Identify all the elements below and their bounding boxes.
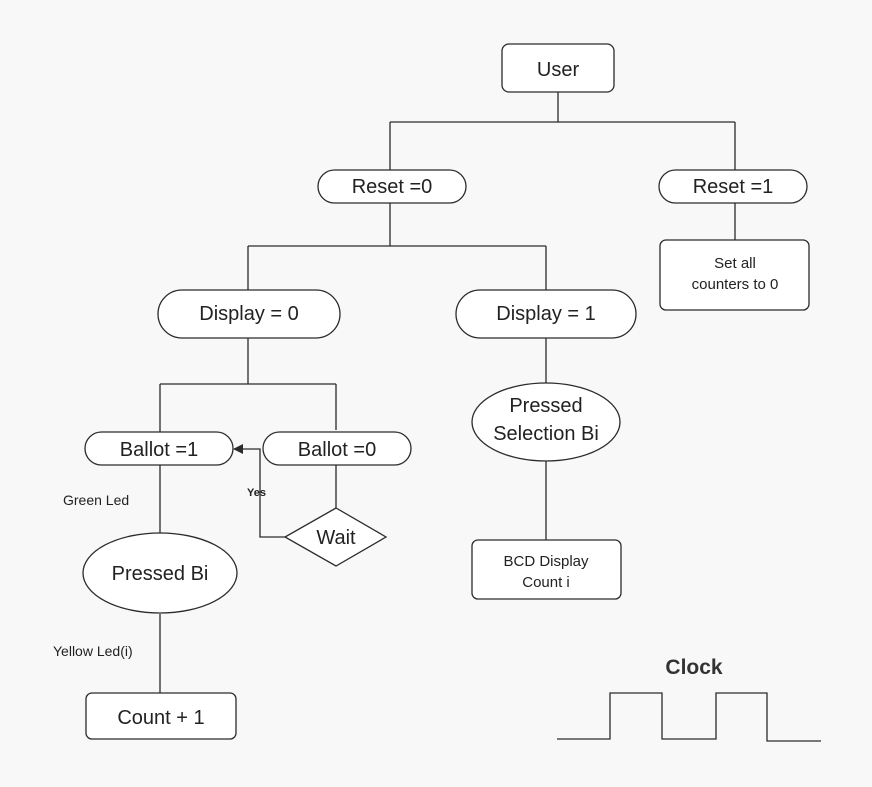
connector-wait-yes-ballot1 — [233, 444, 285, 538]
wait-label: Wait — [316, 527, 356, 549]
pressed-selection-line1: Pressed — [509, 395, 582, 417]
wait-diamond — [283, 507, 388, 567]
set-all-line2: counters to 0 — [692, 276, 779, 293]
bcd-display-line1: BCD Display — [503, 553, 589, 570]
user-box — [501, 43, 615, 93]
pressed-selection-node: Pressed Selection Bi — [471, 382, 621, 462]
count-label: Count + 1 — [117, 707, 204, 729]
yellow-led-label: Yellow Led(i) — [53, 643, 133, 659]
reset0-pill — [317, 169, 467, 204]
pressed-selection-line2: Selection Bi — [493, 423, 599, 445]
pressed-selection-ellipse — [471, 382, 621, 462]
ballot1-pill — [84, 431, 234, 466]
green-led-label: Green Led — [63, 492, 129, 508]
clock-title: Clock — [665, 656, 723, 679]
pressed-bi-node: Pressed Bi — [82, 532, 238, 614]
display0-label: Display = 0 — [199, 303, 299, 325]
connectors — [159, 92, 736, 693]
reset0-node: Reset =0 — [317, 169, 467, 204]
set-all-line1: Set all — [714, 255, 756, 272]
display1-pill — [455, 289, 637, 339]
display1-label: Display = 1 — [496, 303, 596, 325]
user-node: User — [501, 43, 615, 93]
ballot0-label: Ballot =0 — [298, 439, 376, 461]
set-all-node: Set all counters to 0 — [659, 239, 810, 311]
ballot1-node: Ballot =1 — [84, 431, 234, 466]
pressed-bi-ellipse — [82, 532, 238, 614]
bcd-display-line2: Count i — [522, 574, 570, 591]
display0-node: Display = 0 — [157, 289, 341, 339]
count-box — [85, 692, 237, 740]
display0-pill — [157, 289, 341, 339]
display1-node: Display = 1 — [455, 289, 637, 339]
ballot1-label: Ballot =1 — [120, 439, 198, 461]
bcd-display-box — [471, 539, 622, 600]
yes-label: Yes — [247, 487, 266, 499]
pressed-bi-label: Pressed Bi — [112, 563, 209, 585]
user-label: User — [537, 59, 580, 81]
ballot0-pill — [262, 431, 412, 466]
reset1-label: Reset =1 — [693, 176, 774, 198]
reset1-pill — [658, 169, 808, 204]
reset1-node: Reset =1 — [658, 169, 808, 204]
count-node: Count + 1 — [85, 692, 237, 740]
reset0-label: Reset =0 — [352, 176, 433, 198]
clock-waveform — [557, 692, 821, 742]
ballot0-node: Ballot =0 — [262, 431, 412, 466]
set-all-box — [659, 239, 810, 311]
bcd-display-node: BCD Display Count i — [471, 539, 622, 600]
clock-section: Clock — [557, 656, 821, 742]
wait-node: Wait — [283, 507, 388, 567]
